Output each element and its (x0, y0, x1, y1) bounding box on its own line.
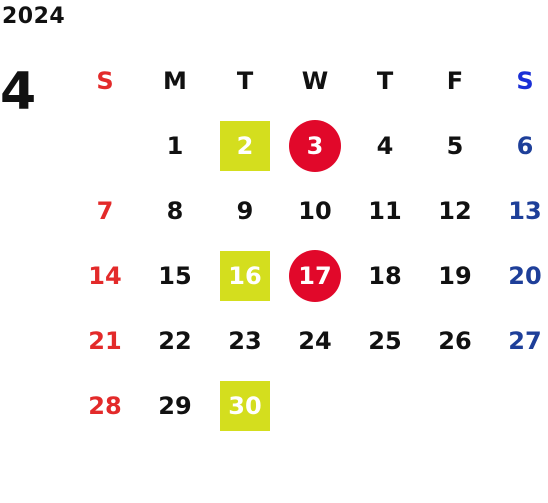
day-cell-sunday: 7 (96, 196, 114, 225)
day-cell-highlight-box: 2 (210, 113, 280, 178)
day-cell: 23 (228, 326, 262, 355)
day-cell-empty (70, 113, 140, 178)
day-cell: 11 (368, 196, 402, 225)
day-cell: 24 (298, 326, 332, 355)
weekday-header-thu: T (376, 66, 394, 95)
weekday-header-fri: F (446, 66, 464, 95)
day-cell: 26 (438, 326, 472, 355)
day-cell: 25 (368, 326, 402, 355)
weekday-header-mon: M (163, 66, 187, 95)
day-cell-saturday: 20 (508, 261, 542, 290)
day-cell-sunday: 21 (88, 326, 122, 355)
day-cell-sunday: 28 (88, 391, 122, 420)
day-cell: 5 (446, 131, 464, 160)
day-box: 30 (220, 380, 270, 431)
day-circle: 3 (289, 119, 341, 172)
day-cell: 18 (368, 261, 402, 290)
day-cell: 1 (166, 131, 184, 160)
day-cell-empty (350, 373, 420, 438)
day-box: 2 (220, 120, 270, 171)
day-cell-empty (420, 373, 490, 438)
year-label: 2024 (2, 4, 66, 29)
day-cell-highlight-circle: 17 (280, 243, 350, 308)
day-cell: 10 (298, 196, 332, 225)
day-cell-saturday: 6 (516, 131, 534, 160)
day-cell: 15 (158, 261, 192, 290)
weekday-header-tue: T (236, 66, 254, 95)
day-cell-empty (280, 373, 350, 438)
day-box: 16 (220, 250, 270, 301)
day-cell-saturday: 13 (508, 196, 542, 225)
day-cell-highlight-circle: 3 (280, 113, 350, 178)
weekday-header-sun: S (96, 66, 114, 95)
day-cell: 4 (376, 131, 394, 160)
day-cell: 19 (438, 261, 472, 290)
day-cell-highlight-box: 30 (210, 373, 280, 438)
weekday-header-sat: S (516, 66, 534, 95)
weekday-header-wed: W (301, 66, 329, 95)
day-cell: 12 (438, 196, 472, 225)
day-cell: 22 (158, 326, 192, 355)
day-cell: 8 (166, 196, 184, 225)
day-cell: 9 (236, 196, 254, 225)
day-cell-highlight-box: 16 (210, 243, 280, 308)
day-circle: 17 (289, 249, 341, 302)
day-cell: 29 (158, 391, 192, 420)
month-number: 4 (0, 62, 37, 122)
day-cell-saturday: 27 (508, 326, 542, 355)
calendar-grid: S M T W T F S 1 2 3 4 5 6 7 8 9 10 11 12… (70, 48, 548, 438)
day-cell-empty (490, 373, 548, 438)
day-cell-sunday: 14 (88, 261, 122, 290)
